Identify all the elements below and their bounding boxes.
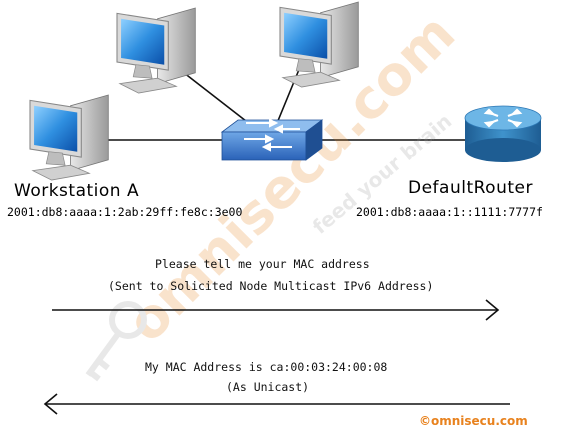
default-router-address: 2001:db8:aaaa:1::1111:7777f [356, 205, 543, 219]
reply-message-line2: (As Unicast) [226, 380, 310, 394]
copyright-notice: ©omnisecu.com [419, 414, 528, 428]
workstation-a-computer-icon[interactable] [29, 94, 109, 181]
pc-top-left-icon[interactable] [116, 7, 196, 94]
workstation-a-label: Workstation A [14, 181, 140, 201]
reply-arrow [43, 393, 510, 415]
default-router-label: DefaultRouter [408, 178, 533, 198]
reply-message-line1: My MAC Address is ca:00:03:24:00:08 [145, 360, 388, 374]
pc-top-right-icon[interactable] [279, 1, 359, 88]
request-message-line2: (Sent to Solicited Node Multicast IPv6 A… [108, 279, 434, 293]
switch-icon[interactable] [220, 118, 324, 161]
key-icon [85, 301, 147, 382]
request-message-line1: Please tell me your MAC address [155, 257, 370, 271]
workstation-a-address: 2001:db8:aaaa:1:2ab:29ff:fe8c:3e00 [7, 205, 243, 219]
request-arrow [52, 299, 500, 321]
router-icon[interactable] [464, 105, 542, 162]
